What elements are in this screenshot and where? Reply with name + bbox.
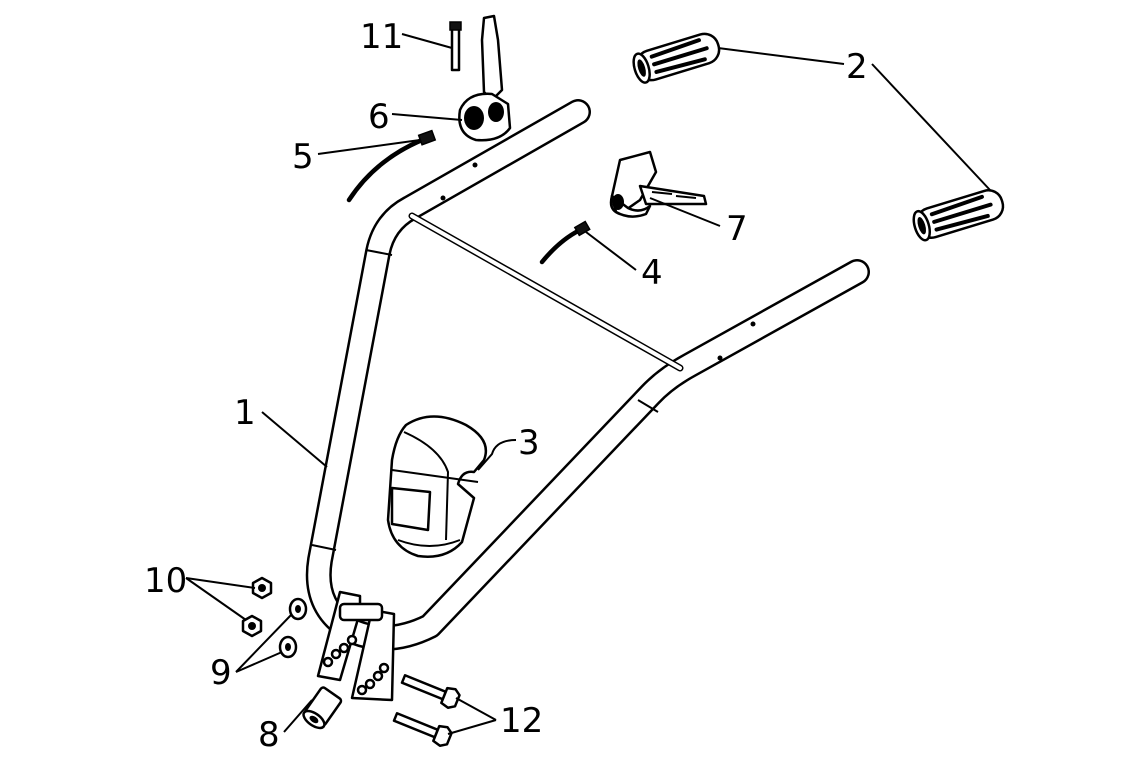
mounting-bracket [316,590,396,702]
throttle-clamp [458,14,512,142]
washers [278,597,308,659]
callout-10: 10 [144,561,187,601]
mounting-bolts [392,674,461,748]
throttle-cable [539,220,591,265]
hex-nuts [241,576,273,638]
brake-cable [346,129,437,203]
callout-9: 9 [210,653,232,693]
callout-7: 7 [726,209,748,249]
spacer-sleeve [302,686,343,730]
handle-grip-upper [632,32,721,84]
callout-11: 11 [360,17,403,57]
brake-lever-assembly [609,150,708,218]
callout-1: 1 [234,393,256,433]
handlebar-frame [305,99,870,651]
callout-labels: 1 2 3 4 5 6 7 8 9 10 11 12 [144,17,868,755]
leader-lines [185,33,991,735]
control-housing-cover [386,415,488,558]
callout-2: 2 [846,47,868,87]
callout-3: 3 [518,423,540,463]
bolt-long [449,21,462,72]
callout-8: 8 [258,715,280,755]
callout-4: 4 [641,253,663,293]
callout-12: 12 [500,701,543,741]
handle-grip-lower [912,189,1005,242]
callout-6: 6 [368,97,390,137]
callout-5: 5 [292,137,314,177]
